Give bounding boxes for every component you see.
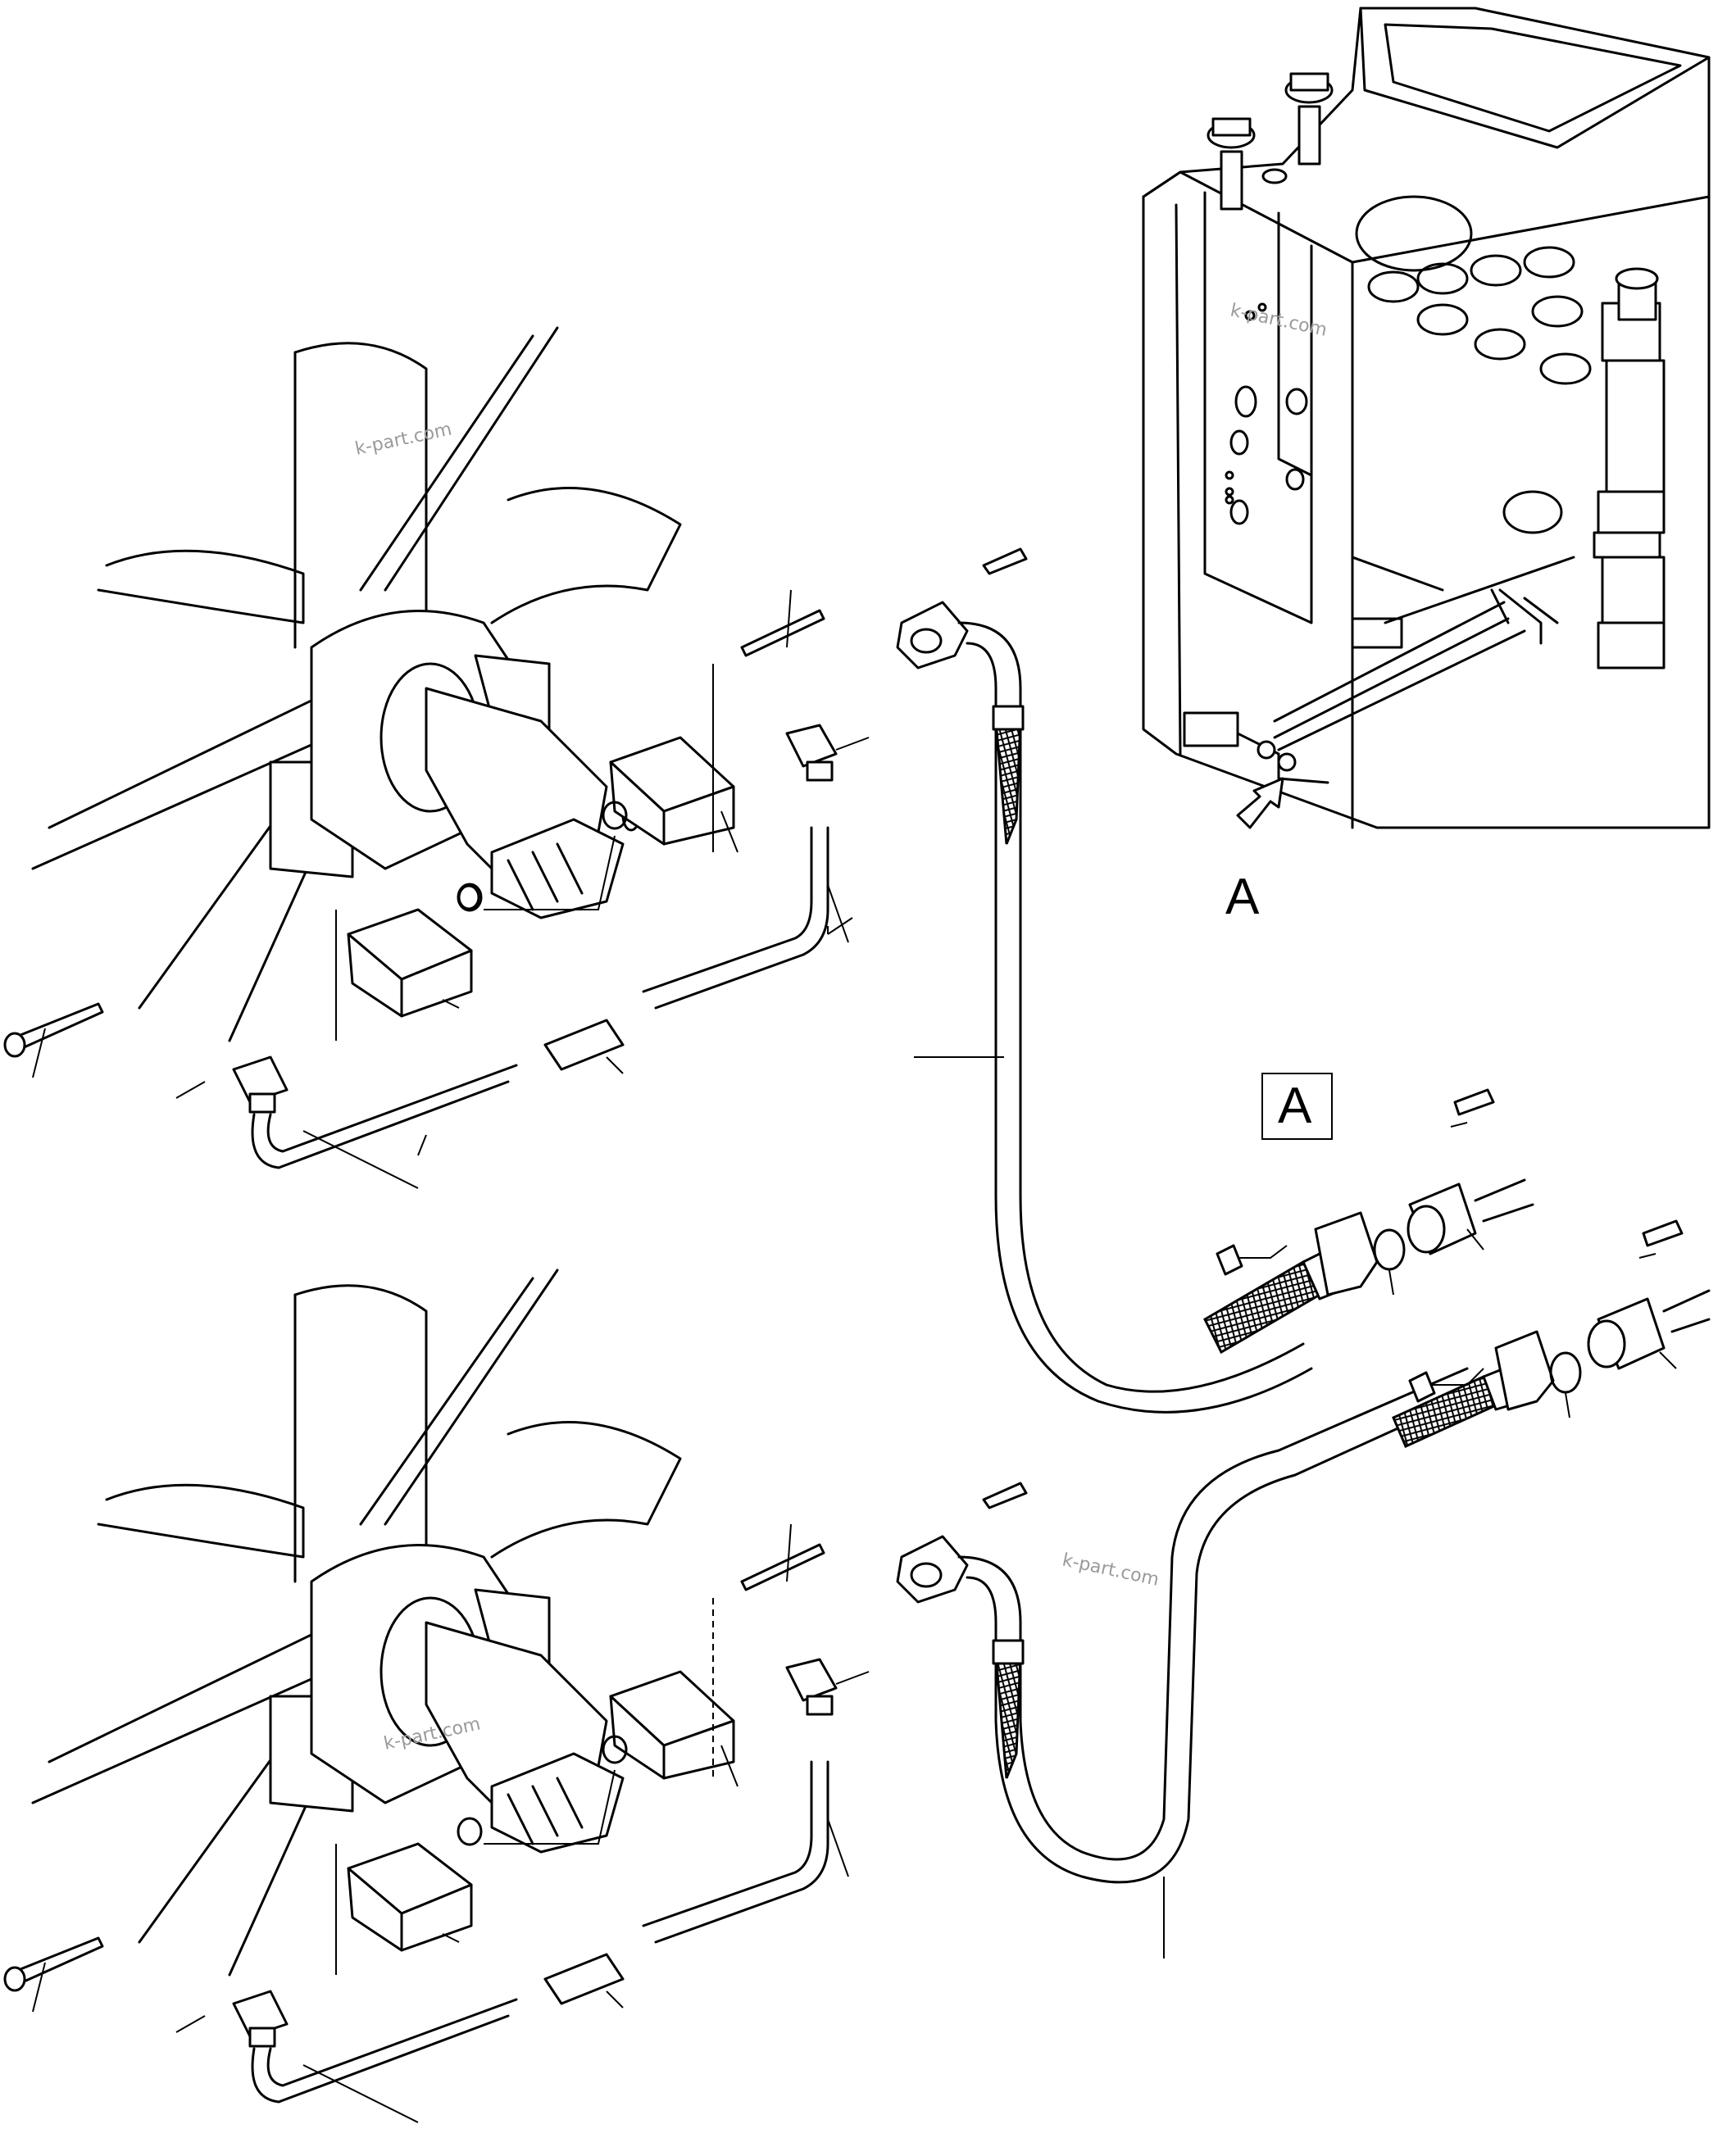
upper-fan-assembly [3,326,1028,1189]
lower-fan-assembly [3,1269,1028,2123]
lower-hose [896,1219,1711,1959]
view-a-label: A [1225,869,1260,925]
view-direction-arrow-icon [1236,777,1284,829]
watermark-3: k-part.com [1061,1550,1161,1590]
hydraulic-tank [1142,7,1711,829]
upper-hose [896,601,1534,1414]
view-a-box-label: A [1278,1078,1312,1134]
watermark-1: k-part.com [353,420,453,460]
view-a-box: A [1261,1073,1333,1140]
